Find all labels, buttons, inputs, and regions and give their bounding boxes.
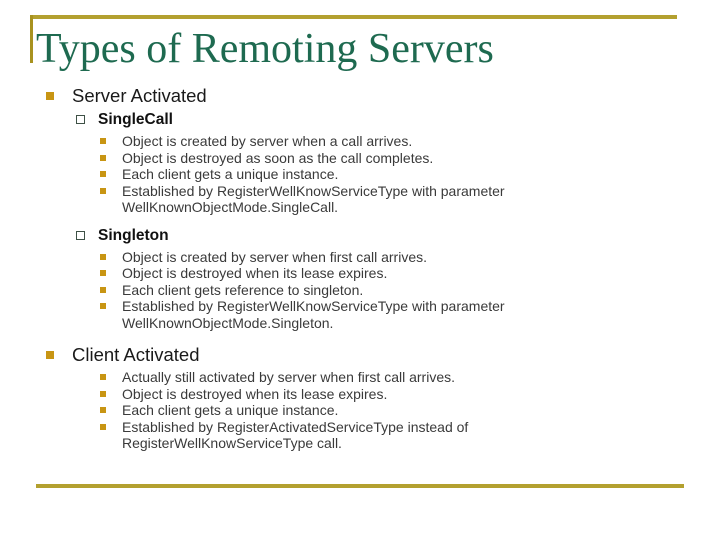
subsection-heading: Singleton — [98, 226, 169, 244]
small-square-bullet-icon — [100, 187, 106, 194]
client-activated-items: Actually still activated by server when … — [0, 369, 720, 452]
list-item: Each client gets a unique instance. — [0, 402, 720, 419]
list-item-text: Object is destroyed as soon as the call … — [122, 149, 434, 166]
hollow-square-bullet-icon — [76, 230, 85, 240]
bullet-item-singleton: Singleton — [0, 227, 720, 245]
small-square-bullet-icon — [100, 286, 106, 293]
list-item: Each client gets reference to singleton. — [0, 282, 720, 299]
list-item: Object is destroyed when its lease expir… — [0, 386, 720, 403]
list-item-text: Established by RegisterActivatedServiceT… — [122, 418, 469, 452]
list-item: Established by RegisterActivatedServiceT… — [0, 419, 720, 452]
singleton-items: Object is created by server when first c… — [0, 249, 720, 332]
list-item: Each client gets a unique instance. — [0, 166, 720, 183]
small-square-bullet-icon — [100, 171, 106, 177]
section-heading: Server Activated — [72, 85, 207, 106]
list-item: Established by RegisterWellKnowServiceTy… — [0, 183, 720, 216]
filled-square-bullet-icon — [46, 92, 54, 100]
list-item: Established by RegisterWellKnowServiceTy… — [0, 298, 720, 331]
list-item-text: Each client gets a unique instance. — [122, 402, 339, 418]
singlecall-items: Object is created by server when a call … — [0, 133, 720, 216]
bottom-gold-rule — [36, 484, 684, 488]
list-item-text: Established by RegisterWellKnowServiceTy… — [122, 182, 505, 216]
list-item: Object is created by server when a call … — [0, 133, 720, 150]
list-item: Object is destroyed when its lease expir… — [0, 265, 720, 282]
list-item-text: Established by RegisterWellKnowServiceTy… — [122, 298, 505, 331]
small-square-bullet-icon — [100, 407, 106, 413]
list-item: Object is created by server when first c… — [0, 249, 720, 266]
top-gold-rule — [30, 15, 677, 19]
list-item-text: Each client gets reference to singleton. — [122, 281, 364, 298]
bullet-item-singlecall: SingleCall — [0, 111, 720, 129]
left-gold-rule — [30, 15, 33, 63]
list-item-text: Each client gets a unique instance. — [122, 166, 339, 182]
bullet-item-server-activated: Server Activated — [0, 86, 720, 106]
list-item-text: Actually still activated by server when … — [122, 369, 455, 385]
small-square-bullet-icon — [100, 253, 106, 260]
list-item: Actually still activated by server when … — [0, 369, 720, 386]
subsection-heading: SingleCall — [98, 111, 173, 128]
filled-square-bullet-icon — [46, 351, 54, 359]
hollow-square-bullet-icon — [76, 115, 85, 124]
list-item-text: Object is created by server when a call … — [122, 133, 413, 149]
list-item-text: Object is destroyed when its lease expir… — [122, 265, 388, 281]
section-heading: Client Activated — [72, 344, 200, 365]
small-square-bullet-icon — [100, 303, 106, 309]
list-item-text: Object is destroyed when its lease expir… — [122, 385, 388, 402]
small-square-bullet-icon — [100, 138, 106, 144]
small-square-bullet-icon — [100, 270, 106, 276]
list-item-text: Object is created by server when first c… — [122, 248, 427, 265]
slide-title: Types of Remoting Servers — [36, 26, 494, 72]
slide-body: Server Activated SingleCall Object is cr… — [0, 86, 720, 452]
small-square-bullet-icon — [100, 423, 106, 430]
bullet-item-client-activated: Client Activated — [0, 345, 720, 365]
list-item: Object is destroyed as soon as the call … — [0, 150, 720, 167]
small-square-bullet-icon — [100, 374, 106, 380]
small-square-bullet-icon — [100, 390, 106, 397]
small-square-bullet-icon — [100, 154, 106, 161]
